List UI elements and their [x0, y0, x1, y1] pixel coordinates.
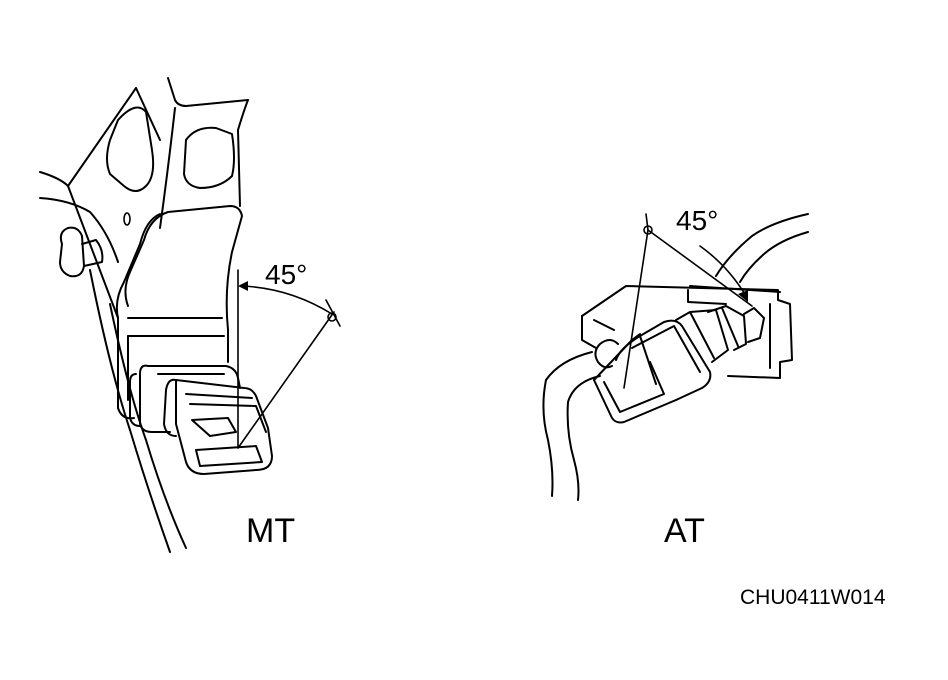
at-vertical-reference-line: [623, 229, 649, 389]
switch-mount-bracket: [115, 205, 243, 420]
at-illustration: [542, 213, 809, 501]
at-bracket-plate: [581, 285, 793, 379]
mt-angle-indicator: [237, 269, 341, 449]
at-switch-connector: [593, 305, 765, 424]
mt-label: MT: [246, 512, 295, 550]
at-angle-label: 45°: [676, 205, 718, 236]
at-angle-indicator: [623, 213, 753, 389]
at-label: AT: [664, 512, 705, 550]
pedal-bracket: [39, 77, 249, 319]
at-angle-arc: [699, 245, 747, 297]
figure-code: CHU0411W014: [740, 586, 886, 609]
bolt-head: [59, 226, 104, 278]
mt-angled-line: [237, 311, 335, 449]
at-arrow-head: [738, 290, 748, 302]
at-angled-line: [647, 229, 753, 307]
mt-angle-arc: [241, 285, 333, 315]
mt-switch-connector: [129, 364, 273, 475]
mt-illustration: [39, 77, 341, 553]
pedal-arm: [89, 269, 187, 553]
mt-angle-label: 45°: [265, 259, 307, 290]
wiring-harness: [542, 213, 809, 501]
mt-arrow-head-left: [238, 281, 248, 291]
